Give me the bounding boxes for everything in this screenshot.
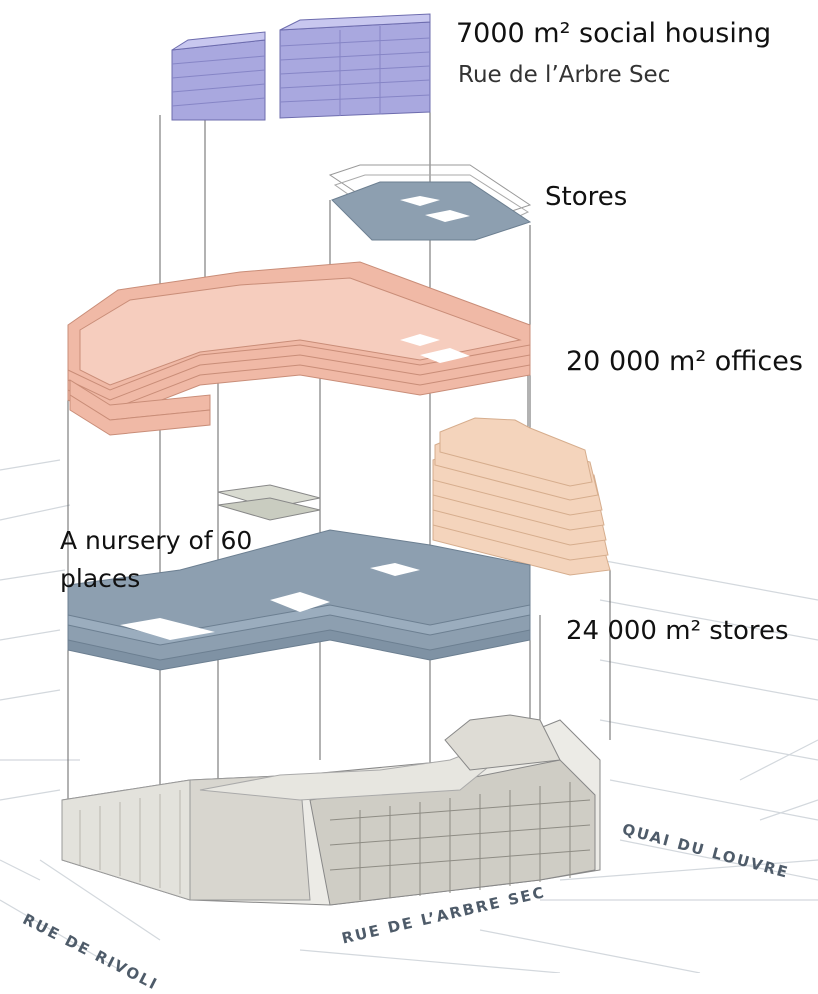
nursery-block [217, 484, 321, 521]
label-offices: 20 000 m² offices [566, 346, 803, 377]
existing-building [61, 714, 601, 906]
street-map [0, 459, 818, 973]
offices-left-wing [69, 379, 211, 436]
label-housing-street: Rue de l’Arbre Sec [458, 62, 671, 88]
stores-upper-block [328, 164, 532, 241]
offices-block [67, 261, 531, 421]
label-nursery: A nursery of 60 places [60, 526, 253, 593]
hotel-block [432, 417, 611, 576]
label-stores-upper: Stores [545, 182, 628, 212]
offices-courtyards [400, 334, 470, 363]
label-stores-lower: 24 000 m² stores [566, 616, 789, 646]
exploded-axonometric-diagram [0, 13, 818, 973]
stores-lower-courtyards [120, 563, 420, 640]
label-social-housing: 7000 m² social housing [456, 18, 772, 49]
social-housing-block [171, 13, 431, 121]
